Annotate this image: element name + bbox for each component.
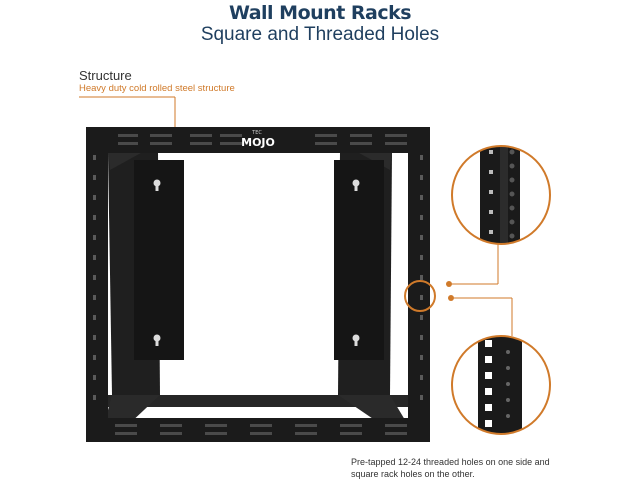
page-subtitle: Square and Threaded Holes [200,24,440,45]
hole-highlight [404,280,436,312]
page-title: Wall Mount Racks [228,2,412,24]
brand-logo: MOJO [241,136,275,149]
keyhole-icon [153,179,360,346]
caption-line-2: square rack holes on the other. [351,469,475,479]
caption-line-1: Pre-tapped 12-24 threaded holes on one s… [351,457,550,467]
holes-caption: Pre-tapped 12-24 threaded holes on one s… [351,456,621,480]
structure-label: Structure [79,68,132,83]
threaded-holes-zoom [451,145,551,245]
zoom-callout-lines [446,244,513,336]
rack-frame: TEC MOJO [86,127,430,442]
structure-description: Heavy duty cold rolled steel structure [79,83,235,94]
square-holes-zoom [451,335,551,435]
brand-small-label: TEC [251,130,262,136]
